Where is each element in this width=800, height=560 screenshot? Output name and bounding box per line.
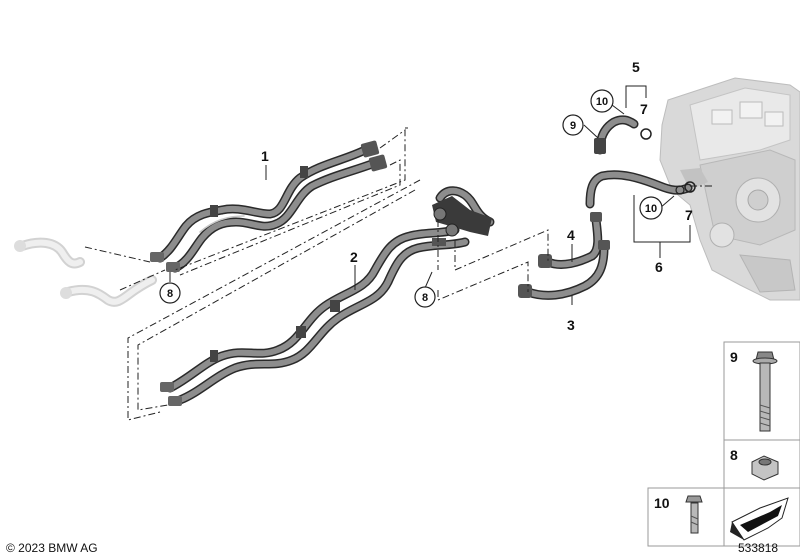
bolt-icon [752,351,778,432]
copyright-text: © 2023 BMW AG [6,541,98,555]
callout-7-upper: 7 [640,101,648,117]
callout-8-mid-ring [414,286,436,308]
ghost-hoses [14,237,157,307]
callout-10-lower: 10 [645,203,657,215]
callout-9: 9 [570,120,576,132]
hose-manifold[interactable] [432,186,495,246]
callout-6: 6 [655,259,663,275]
callout-10-upper-ring [590,89,614,113]
legend-bolt-label: 9 [730,349,738,365]
callout-5: 5 [632,59,640,75]
engine-block [659,77,800,301]
legend-screw-label: 10 [654,495,670,511]
leader-lines [169,85,691,305]
hose-line-2[interactable] [160,225,470,406]
callout-3: 3 [567,317,575,333]
callout-7-lower: 7 [685,207,693,223]
callout-10-upper: 10 [596,96,608,108]
callout-9-ring [562,114,584,136]
legend-nut-label: 8 [730,447,738,463]
hose-5[interactable] [594,115,652,155]
nut-icon [751,455,779,481]
assembly-lines [84,127,712,421]
hose-line-1[interactable] [150,140,388,273]
callout-4: 4 [567,227,575,243]
screw-icon [685,495,703,534]
hose-6[interactable] [585,170,696,209]
callout-8-left: 8 [167,288,173,300]
callout-8-left-ring [159,282,181,304]
direction-arrow-icon [730,497,789,541]
legend-panels: 9 8 10 [647,341,800,547]
hose-3[interactable] [518,240,610,300]
legend-screw-panel [647,487,725,547]
callout-1: 1 [261,148,269,164]
callout-10-lower-ring [639,196,663,220]
callout-8-mid: 8 [422,292,428,304]
diagram-number: 533818 [738,541,778,555]
callout-2: 2 [350,249,358,265]
hose-4[interactable] [538,212,603,269]
callouts: 1 2 3 4 5 6 7 7 8 8 9 10 10 [159,59,693,333]
